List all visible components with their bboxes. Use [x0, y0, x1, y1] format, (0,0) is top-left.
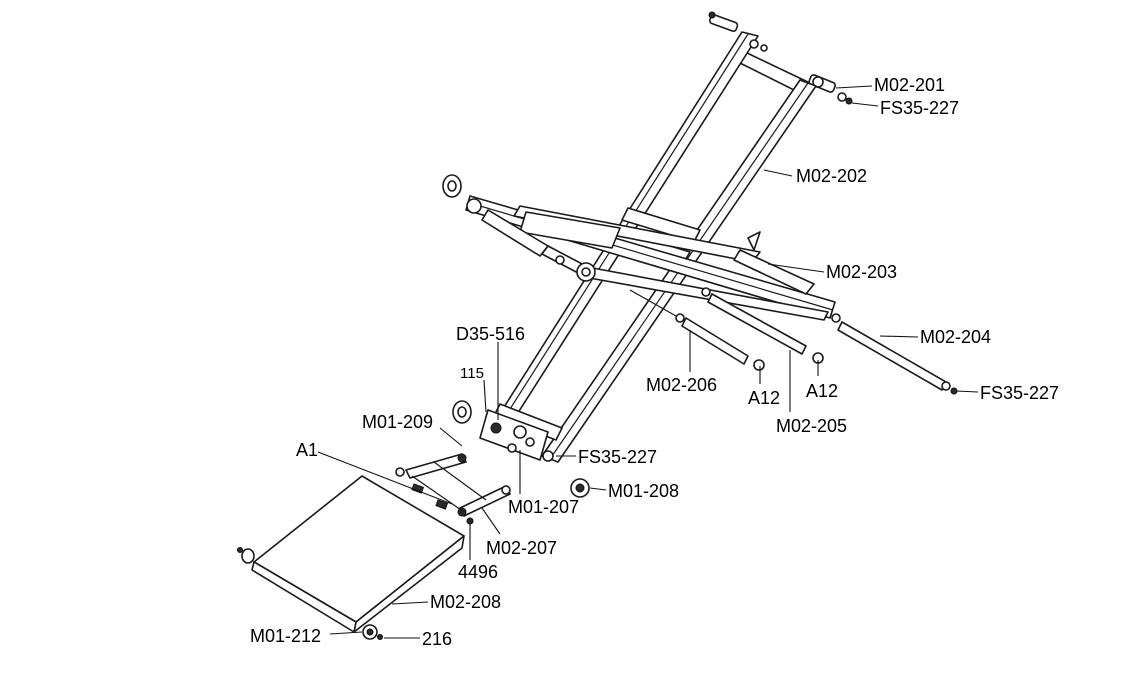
- lower-mechanism: [452, 400, 590, 498]
- label-m02-205: M02-205: [776, 416, 847, 436]
- label-4496: 4496: [458, 562, 498, 582]
- label-m02-201: M02-201: [874, 75, 945, 95]
- label-m01-207: M01-207: [508, 497, 579, 517]
- top-axle: [708, 11, 853, 105]
- label-a12-right: A12: [806, 381, 838, 401]
- label-m01-209: M01-209: [362, 412, 433, 432]
- label-m01-208: M01-208: [608, 481, 679, 501]
- leader-lines: [317, 85, 979, 639]
- part-labels: M02-201 FS35-227 M02-202 M02-203 M02-204…: [250, 75, 1059, 649]
- platform-plate: [237, 475, 465, 640]
- label-m02-207: M02-207: [486, 538, 557, 558]
- label-m02-202: M02-202: [796, 166, 867, 186]
- label-115: 115: [460, 365, 484, 382]
- label-216: 216: [422, 629, 452, 649]
- rods: [629, 287, 958, 395]
- label-m01-212: M01-212: [250, 626, 321, 646]
- label-a12-left: A12: [748, 388, 780, 408]
- label-m02-204: M02-204: [920, 327, 991, 347]
- link-parts: [395, 453, 511, 525]
- label-a1: A1: [296, 440, 318, 460]
- label-m02-206: M02-206: [646, 375, 717, 395]
- label-m02-208: M02-208: [430, 592, 501, 612]
- label-fs35-227-right: FS35-227: [980, 383, 1059, 403]
- label-fs35-227-top: FS35-227: [880, 98, 959, 118]
- label-fs35-227-mid: FS35-227: [578, 447, 657, 467]
- parts-drawing: [237, 11, 958, 640]
- label-d35-516: D35-516: [456, 324, 525, 344]
- label-m02-203: M02-203: [826, 262, 897, 282]
